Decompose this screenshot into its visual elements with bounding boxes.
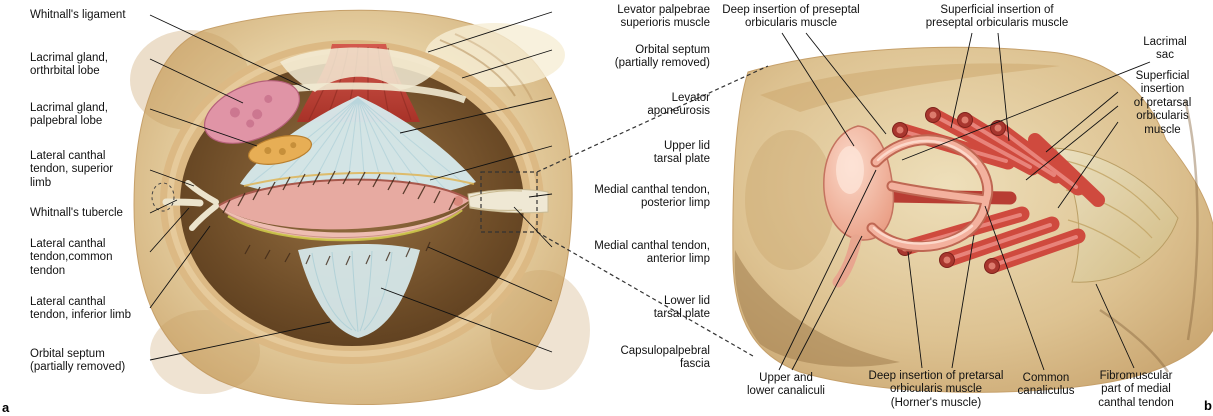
upper-lashes <box>222 170 456 214</box>
label-lower-lid-tarsal-plate: Lower lid tarsal plate <box>653 295 710 321</box>
skin-crease <box>1099 99 1199 373</box>
label-lateral-canthal-tendon-inferior-limb: Lateral canthal tendon, inferior limb <box>30 296 131 322</box>
label-medial-canthal-tendon-anterior-limb: Medial canthal tendon, anterior limp <box>594 240 710 266</box>
skin-crease <box>454 33 533 101</box>
label-lacrimal-gland-orbital-lobe: Lacrimal gland, orthrbital lobe <box>30 52 108 78</box>
fascia-fibers <box>311 250 393 333</box>
caruncle <box>453 196 463 206</box>
whitnalls-tubercle-dashed-oval <box>151 182 175 212</box>
label-superficial-insertion-pretarsal: Superficial insertion of pretarsal orbic… <box>1133 70 1192 136</box>
canaliculi <box>866 134 994 252</box>
label-orbital-septum-left: Orbital septum (partially removed) <box>30 348 126 374</box>
label-deep-insertion-pretarsal-horners: Deep insertion of pretarsal orbicularis … <box>868 370 1004 409</box>
label-lateral-canthal-tendon-common-tendon: Lateral canthal tendon,common tendon <box>30 238 113 277</box>
skin-shading <box>490 270 590 390</box>
skin-shading <box>745 130 835 270</box>
skin-shading <box>150 310 260 394</box>
zoom-connector-top <box>536 65 769 173</box>
label-medial-canthal-tendon-posterior-limb: Medial canthal tendon, posterior limp <box>594 184 710 210</box>
label-lateral-canthal-tendon-superior-limb: Lateral canthal tendon, superior limb <box>30 150 114 189</box>
dark-recess <box>734 250 900 367</box>
lacrimal-gland-palpebral-lobe <box>247 135 313 165</box>
label-levator-aponeurosis: Levator aponeurosis <box>647 92 710 118</box>
label-orbital-septum-right: Orbital septum (partially removed) <box>614 44 710 70</box>
label-whitnalls-tubercle: Whitnall's tubercle <box>30 207 123 219</box>
eye-fissure <box>218 179 470 230</box>
leader-lines-panel-a <box>149 11 553 361</box>
zoom-region <box>480 65 769 357</box>
label-lacrimal-gland-palpebral-lobe: Lacrimal gland, palpebral lobe <box>30 102 108 128</box>
label-levator-palpebrae-superioris-muscle: Levator palpebrae superioris muscle <box>617 4 710 30</box>
lower-lid-margin <box>223 205 467 238</box>
label-superficial-insertion-preseptal: Superficial insertion of preseptal orbic… <box>925 4 1069 30</box>
label-upper-lower-canaliculi: Upper and lower canaliculi <box>747 372 825 398</box>
nasolacrimal-duct <box>832 234 862 288</box>
medial-canthal-tendon <box>467 189 549 214</box>
panel-letter-a: a <box>2 400 10 415</box>
label-upper-lid-tarsal-plate: Upper lid tarsal plate <box>653 140 710 166</box>
label-deep-insertion-preseptal: Deep insertion of preseptal orbicularis … <box>722 4 860 30</box>
skin-crease <box>439 39 516 97</box>
label-common-canaliculus: Common canaliculus <box>1017 372 1075 398</box>
orbital-septum-remnant <box>280 47 440 92</box>
panel-a-illustration <box>130 9 590 405</box>
lateral-canthal-tendon-common <box>162 198 204 207</box>
upper-tarsal-edge-yellow <box>243 172 475 187</box>
skin-ridge <box>760 63 1060 112</box>
sac-highlight <box>836 146 864 194</box>
lower-lashes <box>244 241 431 266</box>
lower-lid-margin-yellow <box>227 209 463 242</box>
panel-b-illustration <box>732 46 1213 393</box>
label-capsulopalpebral-fascia: Capsulopalpebral fascia <box>620 345 710 371</box>
label-lacrimal-sac: Lacrimal sac <box>1143 36 1187 62</box>
leader-lines-panel-b <box>778 32 1151 371</box>
panel-letter-b: b <box>1204 398 1212 413</box>
lateral-canthal-tendon-inferior-limb <box>189 203 219 231</box>
label-fibromuscular-medial-canthal-tendon: Fibromuscular part of medial canthal ten… <box>1098 370 1174 409</box>
medial-canthal-tendon-limbs <box>469 190 523 211</box>
zoom-region-box <box>480 171 538 233</box>
label-whitnalls-ligament: Whitnall's ligament <box>30 9 126 21</box>
